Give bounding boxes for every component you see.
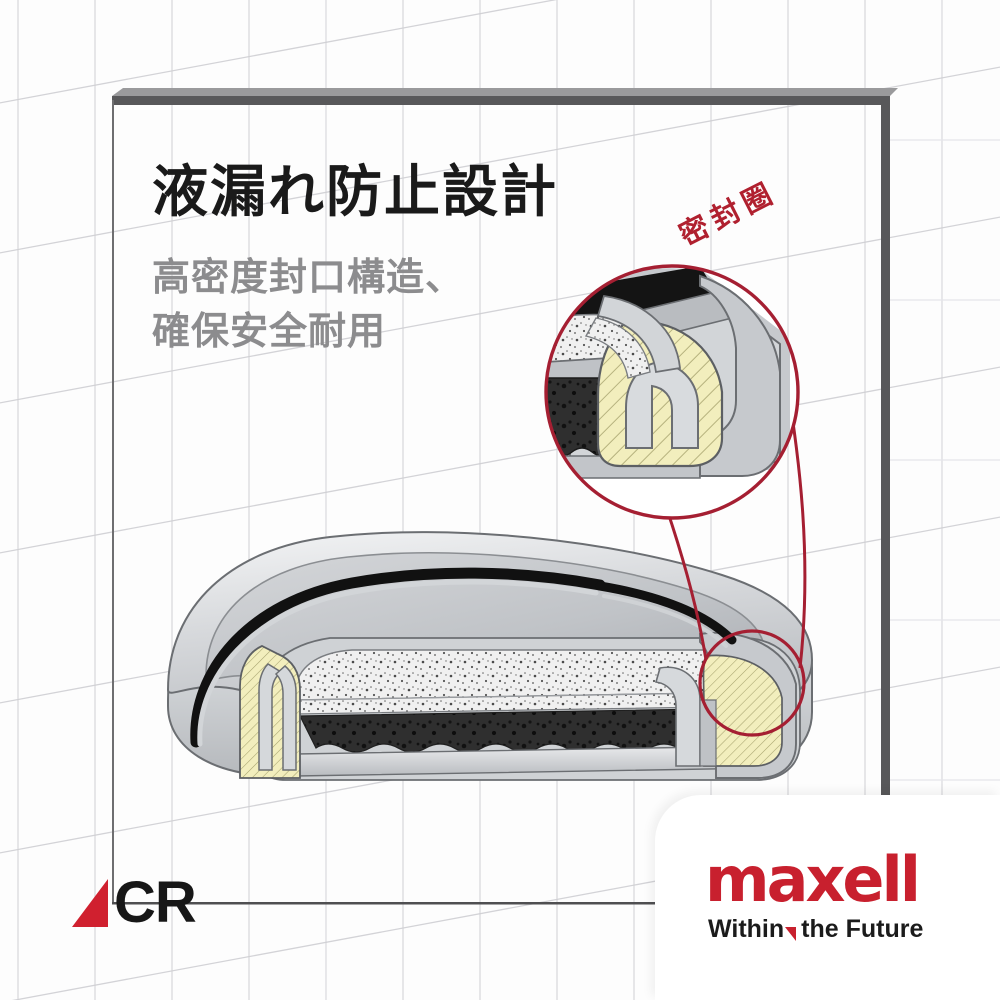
red-triangle-comma-icon (785, 927, 797, 941)
tagline-first-word: Within (708, 915, 785, 943)
page-subtitle: 高密度封口構造、 確保安全耐用 (152, 257, 465, 353)
brand-panel: maxell Within the Future (655, 795, 1000, 1000)
red-triangle-icon (72, 879, 108, 927)
tagline-second-part: the Future (801, 915, 924, 943)
product-code-lockup: CR (72, 870, 197, 935)
brand-tagline: Within the Future (708, 917, 923, 942)
product-code-label: CR (114, 870, 197, 935)
page-title: 液漏れ防止設計 (152, 160, 558, 223)
coin-cell-body (166, 531, 814, 781)
right-gasket-detail (654, 632, 797, 779)
cut-face-layer-stack (257, 637, 801, 781)
brand-wordmark: maxell (705, 843, 921, 916)
left-gasket-detail (239, 645, 301, 779)
focus-marker-circle (698, 629, 806, 737)
magnifier-lens (544, 264, 800, 520)
